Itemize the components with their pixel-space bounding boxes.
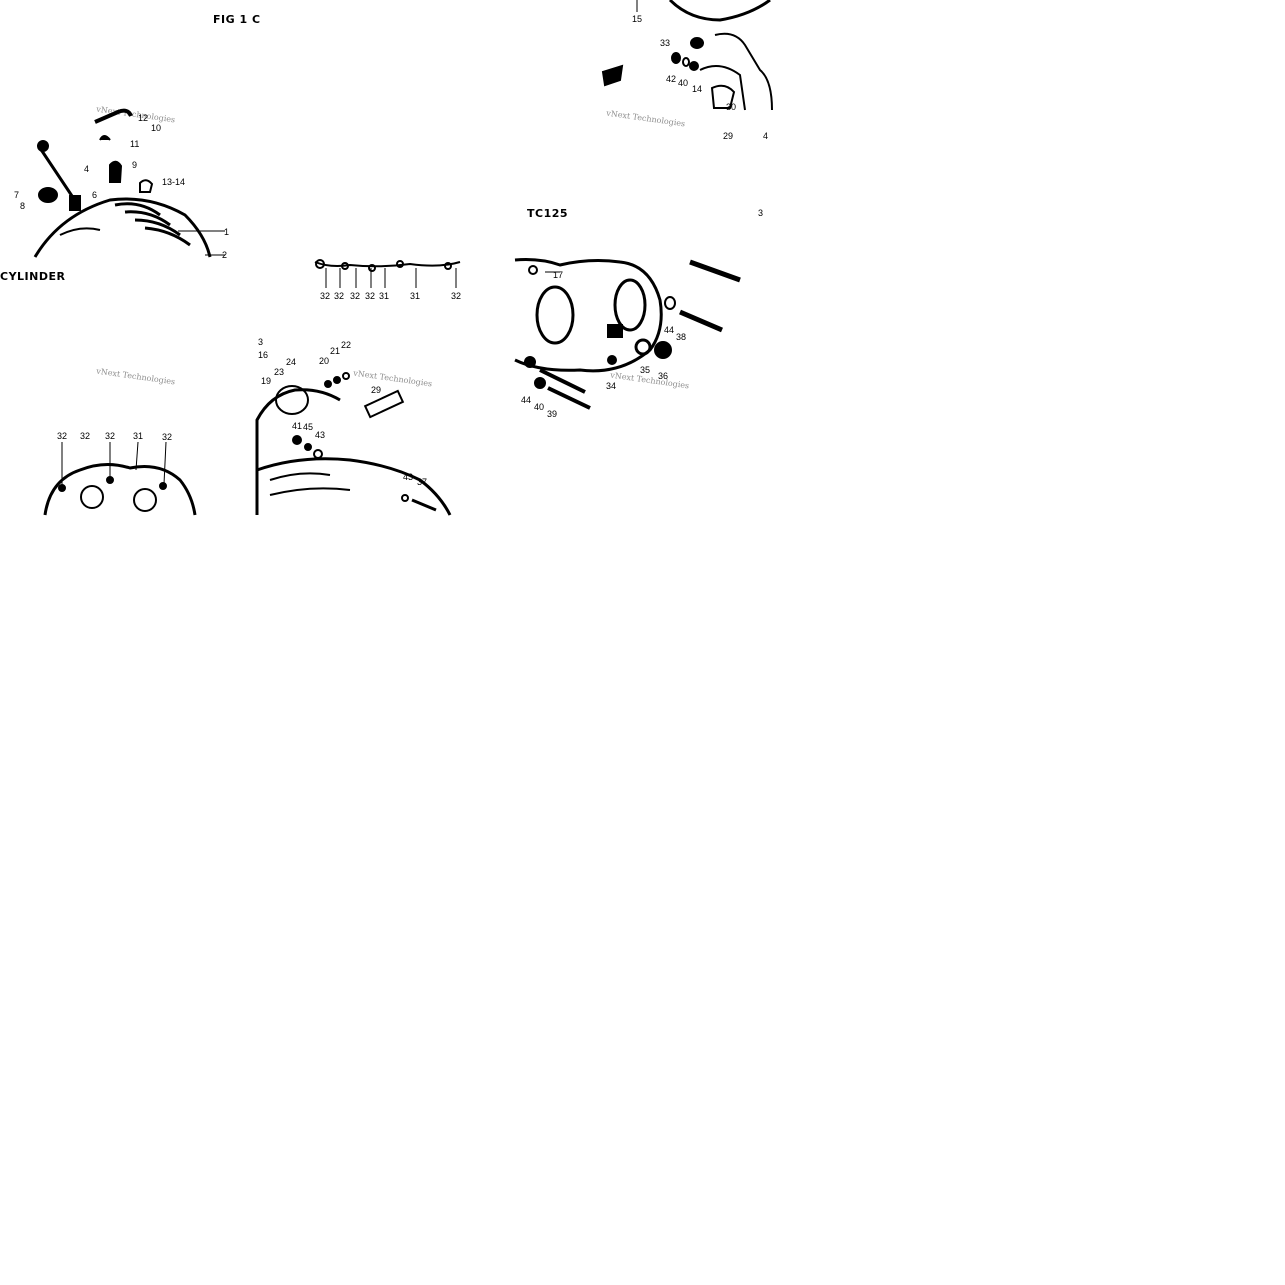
callout: 6 <box>92 190 97 200</box>
callout: 41 <box>292 421 302 431</box>
callout: 42 <box>666 74 676 84</box>
callout: 23 <box>274 367 284 377</box>
callout: 32 <box>320 291 330 301</box>
callout: 7 <box>14 190 19 200</box>
callout: 32 <box>334 291 344 301</box>
callout: 20 <box>319 356 329 366</box>
callout: 3 <box>258 337 263 347</box>
callouts-mid-strip: 32 32 32 32 31 31 32 <box>320 291 461 301</box>
callout: 17 <box>553 270 563 280</box>
callout: 44 <box>664 325 674 335</box>
callout: 43 <box>403 472 413 482</box>
callout: 32 <box>350 291 360 301</box>
callout: 32 <box>365 291 375 301</box>
figure-title: FIG 1 C <box>213 13 261 26</box>
callout: 35 <box>640 365 650 375</box>
callout: 8 <box>20 201 25 211</box>
callout: 4 <box>763 131 768 141</box>
callout: 14 <box>692 84 702 94</box>
callouts-top-right: 15 33 42 40 14 30 29 4 3 <box>632 14 768 218</box>
callout: 30 <box>726 102 736 112</box>
callout: 29 <box>371 385 381 395</box>
callout: 29 <box>723 131 733 141</box>
callout: 3 <box>758 208 763 218</box>
callout: 45 <box>303 422 313 432</box>
crankcase-left-drawing <box>43 441 197 516</box>
callout: 33 <box>660 38 670 48</box>
callout: 39 <box>547 409 557 419</box>
crankcase-center-drawing <box>255 372 452 516</box>
callout: 11 <box>130 139 139 149</box>
callout: 31 <box>410 291 420 301</box>
callout: 43 <box>315 430 325 440</box>
cylinder-head-drawing <box>33 108 225 258</box>
callout: 32 <box>57 431 67 441</box>
callout: 12 <box>138 113 148 123</box>
callout: 32 <box>105 431 115 441</box>
callout: 9 <box>132 160 137 170</box>
callouts-crankcase-left: 32 32 32 31 32 <box>57 431 172 442</box>
callout: 21 <box>330 346 340 356</box>
mid-strip-drawing <box>314 259 461 288</box>
callout: 38 <box>676 332 686 342</box>
callout: 16 <box>258 350 268 360</box>
callouts-crankcase-right: 17 44 38 35 36 34 44 40 39 <box>521 270 686 419</box>
callout: 40 <box>678 78 688 88</box>
callout: 24 <box>286 357 296 367</box>
callout: 44 <box>521 395 531 405</box>
callout: 19 <box>261 376 271 386</box>
callouts-crankcase-center: 3 16 24 23 19 20 21 22 29 41 45 43 43 37 <box>258 337 427 487</box>
callout: 22 <box>341 340 351 350</box>
callout: 32 <box>162 432 172 442</box>
callouts-cylinder-head: 12 10 11 9 4 6 7 8 13-14 1 2 <box>14 113 229 260</box>
callout: 31 <box>133 431 143 441</box>
crankcase-right-drawing <box>514 258 741 410</box>
callout: 4 <box>84 164 89 174</box>
callout: 31 <box>379 291 389 301</box>
callout: 1 <box>224 227 229 237</box>
callout: 36 <box>658 371 668 381</box>
callout: 34 <box>606 381 616 391</box>
callout: 37 <box>417 477 427 487</box>
top-right-drawing <box>601 0 773 111</box>
callout: 32 <box>451 291 461 301</box>
section-label: CYLINDER <box>0 270 66 283</box>
callout: 15 <box>632 14 642 24</box>
callout: 32 <box>80 431 90 441</box>
model-label: TC125 <box>527 207 569 220</box>
callout: 40 <box>534 402 544 412</box>
callout: 2 <box>222 250 227 260</box>
callout: 13-14 <box>162 177 185 187</box>
callout: 10 <box>151 123 161 133</box>
